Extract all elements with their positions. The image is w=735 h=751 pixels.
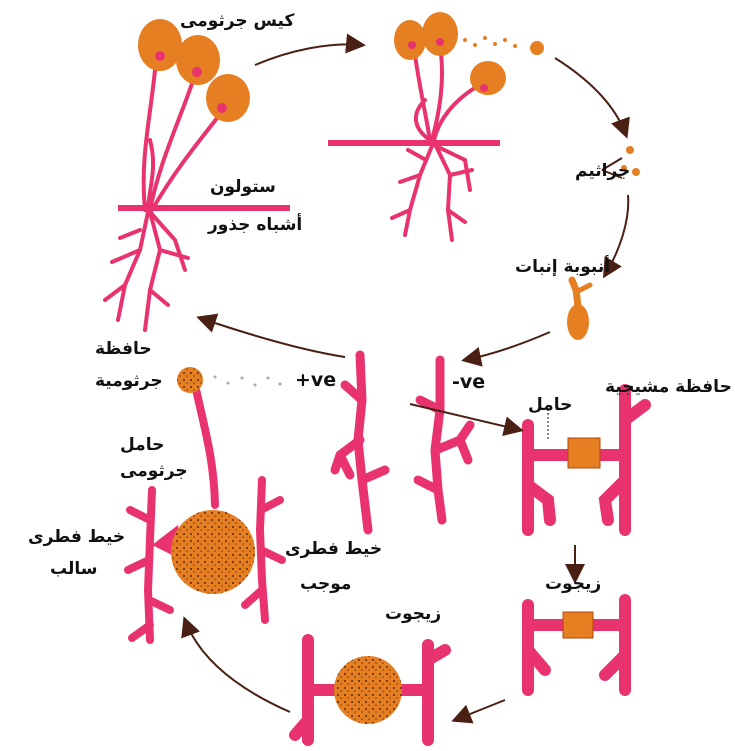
sporangium-cap-label-2: جرثومية bbox=[95, 372, 163, 391]
zygote-label-right: زيجوت bbox=[545, 575, 601, 594]
plus-strain-label: +ve bbox=[295, 370, 336, 391]
released-spore bbox=[530, 41, 544, 55]
spores-label: جراثيم bbox=[575, 162, 630, 181]
sporangiophore-label-1: حامل bbox=[120, 436, 164, 455]
zygote-stage-right bbox=[528, 600, 625, 690]
spore-scatter bbox=[214, 376, 282, 387]
plus-hypha-label-2: موجب bbox=[300, 575, 351, 594]
sporangiophore-label-2: جرثومى bbox=[120, 462, 188, 481]
minus-hypha-label-2: سالب bbox=[50, 560, 97, 579]
minus-hypha-label-1: خيط فطرى bbox=[28, 528, 125, 547]
asexual-plant-left bbox=[105, 70, 290, 330]
sporangium-cap-label-1: حافظة bbox=[95, 340, 152, 359]
zygospore-bottom bbox=[295, 640, 445, 740]
rhizoids-label: أشباه جذور bbox=[208, 216, 302, 235]
stolon-label: ستولون bbox=[210, 178, 276, 197]
sporangium-label: كيس جرثومى bbox=[180, 12, 294, 31]
germ-tube-group bbox=[567, 280, 590, 340]
germ-tube-label: أنبوبة إنبات bbox=[515, 258, 610, 277]
minus-strain-label: -ve bbox=[452, 372, 485, 393]
plus-hypha-label-1: خيط فطرى bbox=[285, 540, 382, 559]
hypha-plus-center bbox=[335, 355, 385, 530]
asexual-plant-middle bbox=[328, 12, 544, 240]
zygote-label-bottom: زيجوت bbox=[385, 605, 441, 624]
suspensor-label: حامل bbox=[528, 396, 572, 415]
germinating-zygospore bbox=[128, 367, 282, 640]
gametangium-label: حافظة مشيجية bbox=[605, 378, 732, 397]
